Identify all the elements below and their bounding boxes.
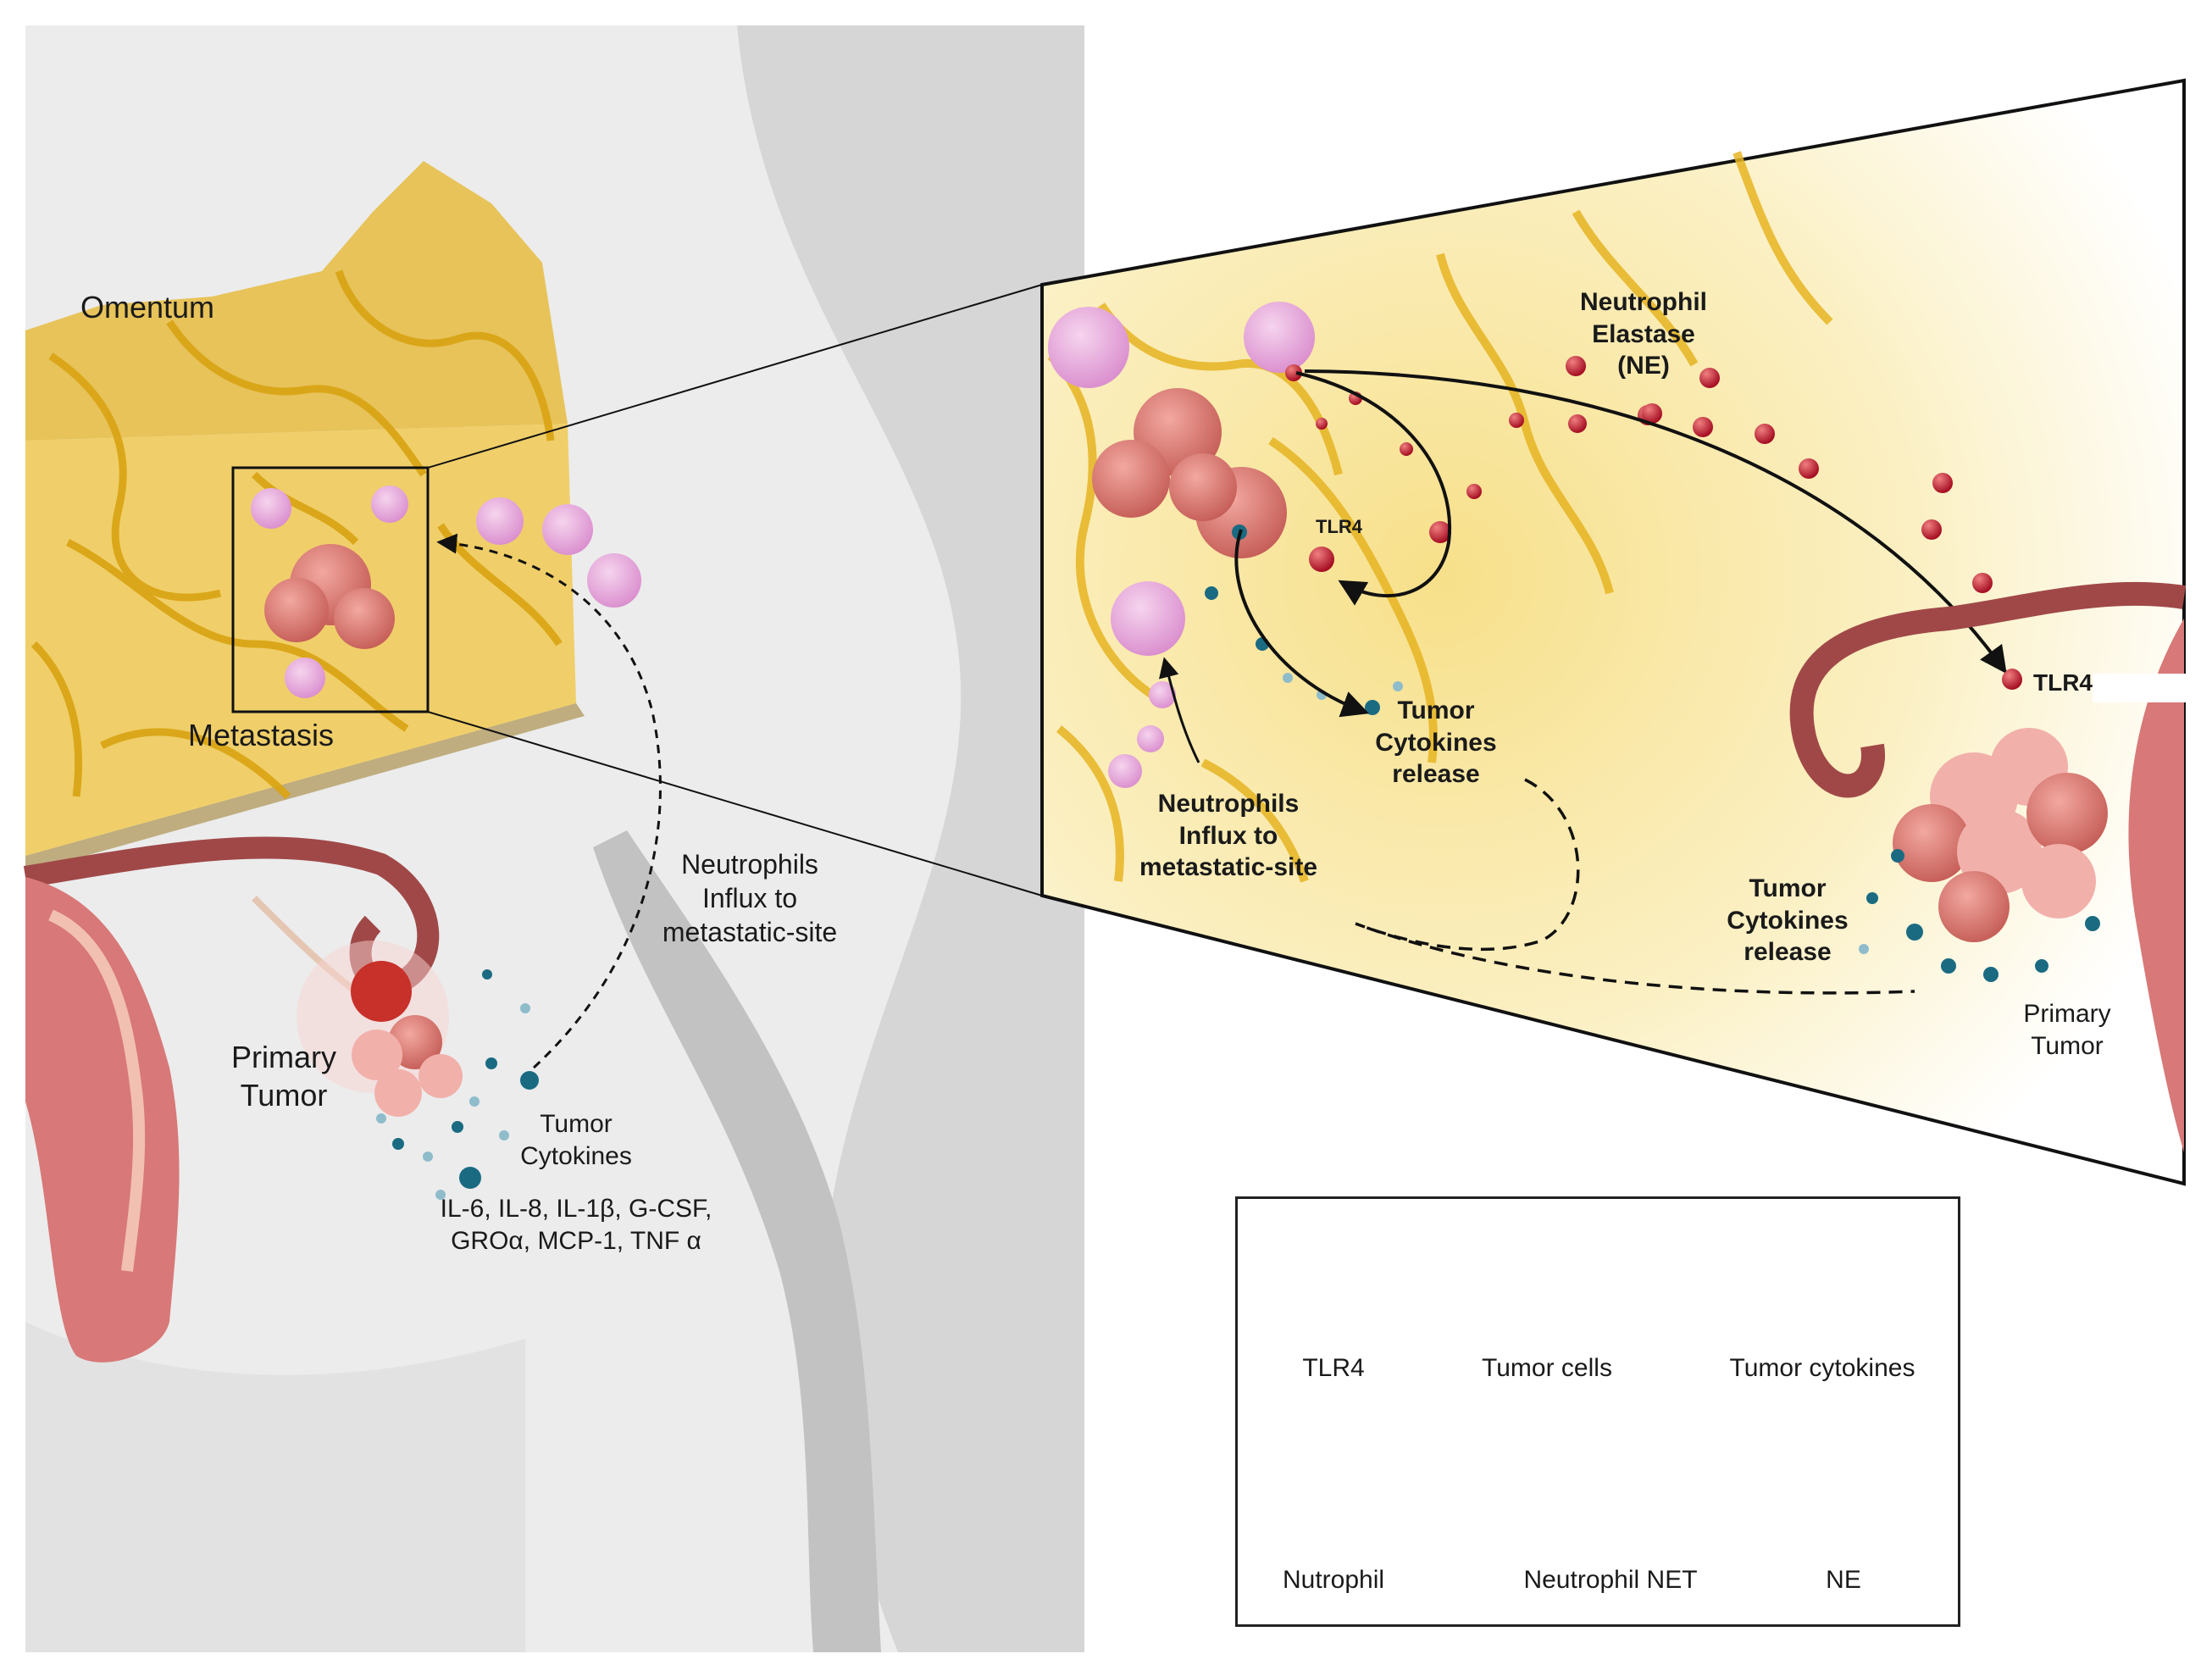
legend-box: TLR4 Tumor cells Tumor cytokines Nutroph… [1235,1196,1960,1627]
cytokines-release-lower-line2: Cytokines [1727,906,1849,935]
cytokines-release-lower-line3: release [1744,938,1832,966]
metastasis-label: Metastasis [188,718,335,752]
influx-label-zoom: Neutrophils Influx to metastatic-site [1118,788,1339,884]
influx-arrow-zoom [1159,657,1200,763]
cytokine-list-line1: IL-6, IL-8, IL-1β, G-CSF, [440,1195,712,1223]
influx-label-left: Neutrophils Influx to metastatic-site [640,847,860,949]
cytokines-release-upper-line1: Tumor [1397,696,1475,724]
cytokines-label-left: Tumor Cytokines [508,1108,644,1172]
hip-contour [25,1322,525,1652]
primary-tumor-left [297,941,463,1117]
primary-tumor-left-line2: Tumor [240,1078,328,1113]
tlr4-label-small: TLR4 [1316,516,1362,537]
influx-label-left-line1: Neutrophils [681,849,818,880]
primary-tumor-right [1893,728,2108,942]
cytokines-release-upper-line2: Cytokines [1375,728,1497,757]
elastase-line1: Neutrophil [1580,288,1707,316]
legend-label-neutrophil-net: Neutrophil NET [1523,1566,1698,1594]
zoom-connector-top [427,284,1043,469]
elastase-line2: Elastase [1592,319,1695,348]
tlr4-label-right: TLR4 [2033,669,2093,696]
cytokines-release-upper: Tumor Cytokines release [1339,695,1533,791]
uterus-right [1789,581,2187,1152]
elastase-label: Neutrophil Elastase (NE) [1550,286,1737,382]
influx-zoom-line3: metastatic-site [1139,853,1318,881]
primary-tumor-left-line1: Primary [231,1040,336,1074]
omentum-upper [25,161,568,441]
legend-label-tumor-cytokines: Tumor cytokines [1729,1354,1915,1382]
ne-to-primary-arrow [1304,369,2007,674]
influx-label-left-line2: Influx to [701,883,798,913]
elastase-line3: (NE) [1617,352,1670,380]
omentum-shadow [25,703,585,873]
influx-zoom-line1: Neutrophils [1157,790,1300,818]
cytokines-left-line1: Tumor [540,1110,613,1138]
influx-label-left-line3: metastatic-site [662,917,838,947]
cytokine-list-line2: GROα, MCP-1, TNF α [451,1226,701,1255]
legend-label-neutrophil: Nutrophil [1282,1566,1385,1594]
primary-tumor-right-line2: Tumor [2031,1031,2104,1060]
ne-dot-right [2002,669,2022,690]
legend-label-tumor-cells: Tumor cells [1482,1354,1612,1382]
influx-zoom-line2: Influx to [1178,821,1278,850]
cytokines-release-lower-line1: Tumor [1749,874,1827,902]
omentum-label: Omentum [80,290,215,325]
zoom-connector-bottom [427,711,1043,896]
omentum-vessels [30,269,563,800]
metastasis-cluster [251,486,408,698]
zoom-tumor-cluster [1092,388,1287,558]
cytokines-release-upper-line3: release [1392,760,1480,788]
legend-label-tlr4: TLR4 [1302,1354,1365,1382]
body-silhouette [737,25,1084,1652]
zoom-neutrophils [1048,302,1315,788]
cytokine-list: IL-6, IL-8, IL-1β, G-CSF, GROα, MCP-1, T… [407,1193,746,1257]
legend-label-ne: NE [1826,1566,1861,1594]
zoom-omentum-vessels [1047,151,1833,883]
influx-arrow-left [436,533,662,1069]
zoom-panel [1040,78,2186,1186]
free-neutrophils-left [476,497,641,608]
primary-tumor-right-line1: Primary [2023,1000,2111,1028]
cytokine-release-arrow [1234,529,1370,718]
metastasis-box [231,466,430,713]
cytokine-dashed-path [1355,778,1915,995]
cytokine-dots-right [1859,849,2100,982]
primary-tumor-label-left: Primary Tumor [220,1038,347,1114]
leg-contour [593,830,881,1652]
ne-feedback-arrow [1295,371,1452,606]
cytokines-left-line2: Cytokines [520,1141,632,1170]
cytokine-dots-left [376,969,539,1200]
primary-tumor-label-right: Primary Tumor [1995,998,2139,1062]
cytokines-release-lower: Tumor Cytokines release [1694,873,1881,968]
